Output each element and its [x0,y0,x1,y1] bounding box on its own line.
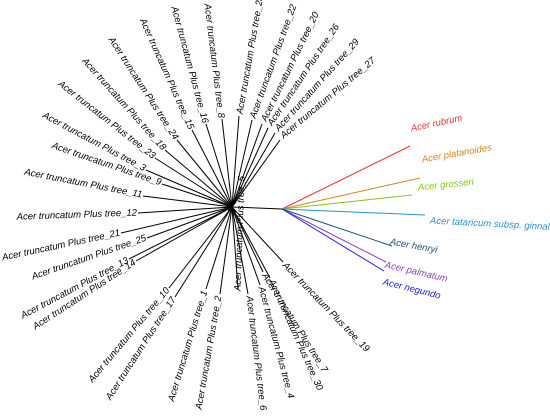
outgroup-label: Acer henryi [388,236,439,256]
leaf-branch [221,118,233,208]
leaf-branch [128,206,233,260]
leaf-branch [231,206,264,273]
leaf-branch [142,195,233,208]
outgroup-branch [281,145,411,210]
leaf-branch [120,206,233,234]
leaf-branch [176,139,233,208]
tree-branches [120,115,426,298]
leaf-branch [231,206,239,290]
leaf-branch [231,123,263,208]
leaf-branch [231,132,276,208]
leaf-branch [231,206,261,286]
outgroup-branch [281,208,385,272]
leaf-branch [146,206,233,239]
leaf-branch [191,129,233,208]
leaf-branch [231,206,284,263]
leaf-branch [164,149,233,208]
leaf-branch [154,157,233,208]
leaf-branch [137,206,233,214]
leaf-branch [145,169,233,208]
leaf-branch [174,206,233,298]
outgroup-branch [281,208,426,216]
outgroup-label: Acer tataricum subsp. ginnala [429,215,550,233]
leaf-branch [231,115,240,208]
leaf-label: Acer truncatum Plus tree_5 [232,175,247,292]
outgroup-label: Acer rubrum [409,113,463,135]
leaf-label: Acer truncatum Plus tree_12 [15,207,137,222]
leaf-branch [205,206,233,290]
outgroup-branch [281,194,413,210]
leaf-branch [168,206,233,289]
leaf-branch [219,206,233,295]
leaf-branch [231,127,269,208]
leaf-branch [231,139,281,208]
outgroup-stem [231,206,283,210]
outgroup-branch [281,208,387,263]
leaf-branch [205,123,233,208]
leaf-branch [161,183,233,208]
leaf-branch [231,119,253,208]
outgroup-label: Acer grosseri [416,177,475,194]
leaf-branch [231,206,249,295]
outgroup-branch [281,208,393,247]
outgroup-branch [281,177,421,210]
outgroup-label: Acer platanoides [420,142,493,165]
leaf-branch [135,206,233,262]
leaf-branch [231,206,271,279]
